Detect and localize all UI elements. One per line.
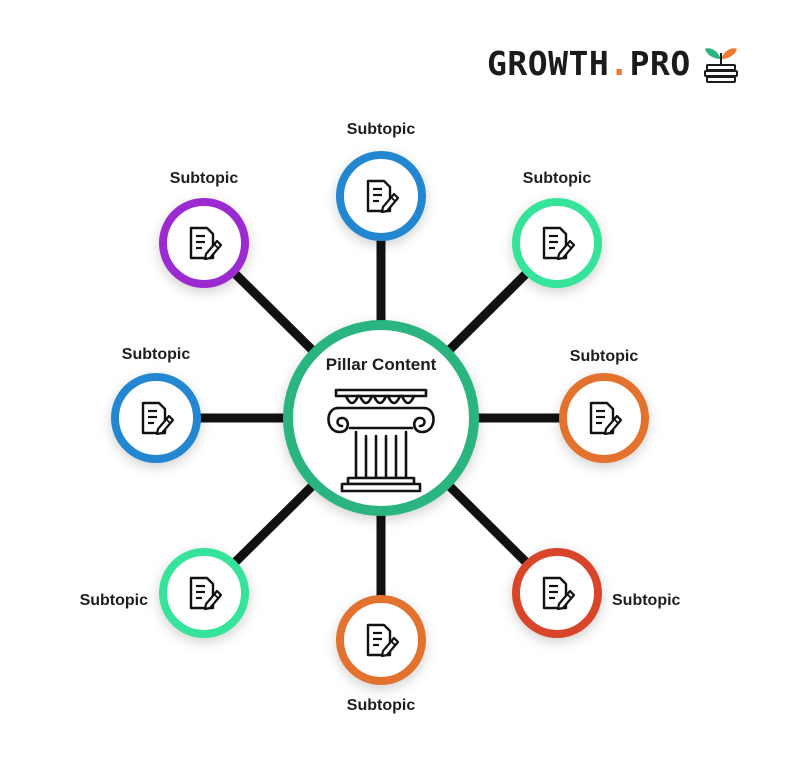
subtopic-label: Subtopic xyxy=(523,170,592,187)
subtopic-node-right: Subtopic xyxy=(559,348,649,463)
subtopic-label: Subtopic xyxy=(80,592,149,609)
brand-name-part1: GROWTH xyxy=(487,43,610,83)
plant-on-coins-icon xyxy=(703,48,738,83)
brand-wordmark: GROWTH.PRO xyxy=(487,44,691,83)
brand-name-dot: . xyxy=(609,43,630,83)
subtopic-node-top: Subtopic xyxy=(336,121,426,241)
subtopic-label: Subtopic xyxy=(612,592,681,609)
subtopic-node-bottom: Subtopic xyxy=(336,595,426,714)
subtopic-label: Subtopic xyxy=(570,348,639,365)
brand-logo: GROWTH.PRO xyxy=(487,42,741,84)
subtopic-nodes: SubtopicSubtopicSubtopicSubtopicSubtopic… xyxy=(80,121,681,714)
subtopic-label: Subtopic xyxy=(347,697,416,714)
subtopic-node-left: Subtopic xyxy=(111,346,201,463)
subtopic-label: Subtopic xyxy=(170,170,239,187)
subtopic-node-bottom-right: Subtopic xyxy=(512,548,681,638)
ionic-column-icon xyxy=(327,388,435,493)
brand-name-part2: PRO xyxy=(629,43,691,83)
subtopic-node-top-left: Subtopic xyxy=(159,170,249,288)
pillar-node: Pillar Content xyxy=(283,320,479,516)
subtopic-node-top-right: Subtopic xyxy=(512,170,602,288)
subtopic-label: Subtopic xyxy=(122,346,191,363)
subtopic-label: Subtopic xyxy=(347,121,416,138)
pillar-ring xyxy=(283,320,479,516)
subtopic-node-bottom-left: Subtopic xyxy=(80,548,249,638)
pillar-title: Pillar Content xyxy=(326,355,437,374)
